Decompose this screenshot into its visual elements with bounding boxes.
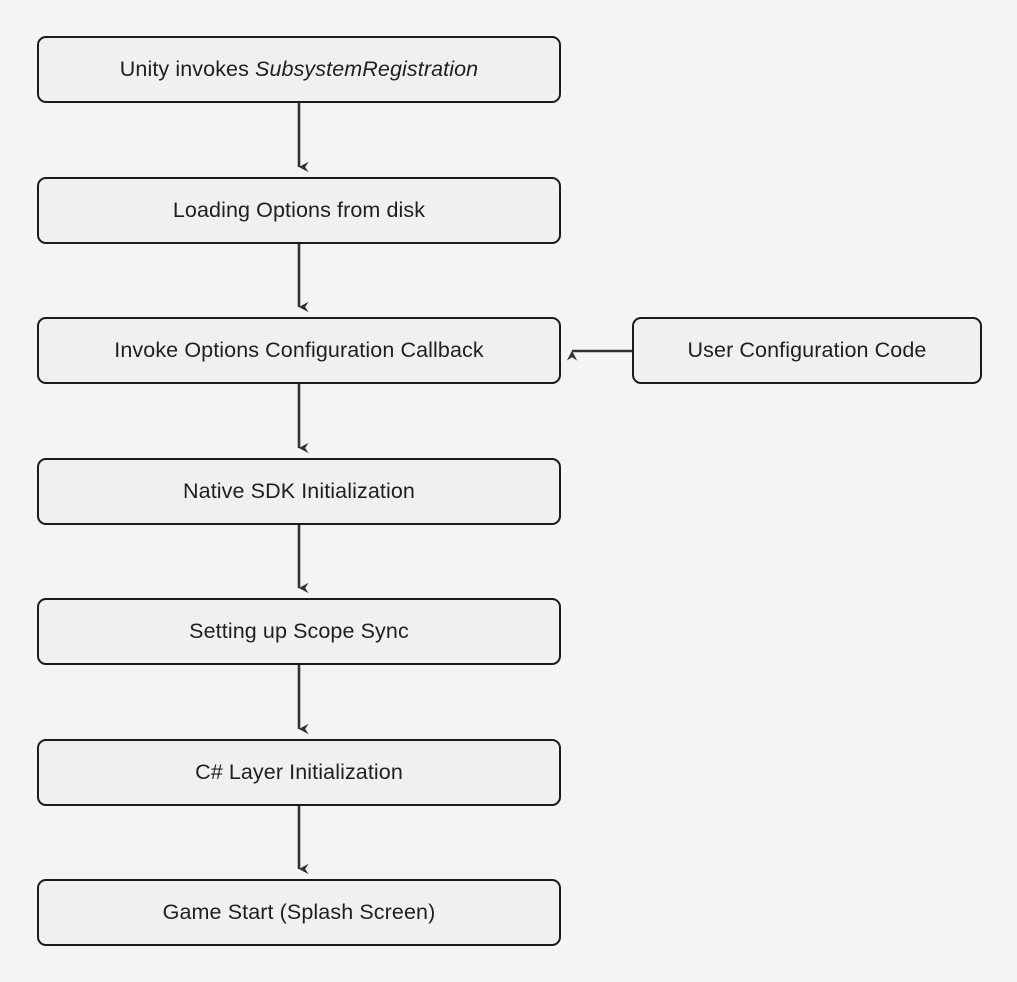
node-label-emphasis: SubsystemRegistration xyxy=(255,56,479,81)
node-label: Unity invokes SubsystemRegistration xyxy=(119,56,479,81)
node-label: Game Start (Splash Screen) xyxy=(162,899,436,924)
node-label: C# Layer Initialization xyxy=(195,759,403,784)
node-label: Setting up Scope Sync xyxy=(189,618,409,643)
node-native-sdk-initialization[interactable]: Native SDK Initialization xyxy=(37,458,561,525)
node-unity-invokes-subsystemregistration[interactable]: Unity invokes SubsystemRegistration xyxy=(37,36,561,103)
node-label: Loading Options from disk xyxy=(172,197,426,222)
node-label: Native SDK Initialization xyxy=(183,478,415,503)
node-label: User Configuration Code xyxy=(687,337,927,362)
node-user-configuration-code[interactable]: User Configuration Code xyxy=(632,317,982,384)
node-csharp-layer-initialization[interactable]: C# Layer Initialization xyxy=(37,739,561,806)
node-loading-options-from-disk[interactable]: Loading Options from disk xyxy=(37,177,561,244)
node-label: Invoke Options Configuration Callback xyxy=(114,337,484,362)
node-game-start-splash-screen[interactable]: Game Start (Splash Screen) xyxy=(37,879,561,946)
node-invoke-options-configuration-callback[interactable]: Invoke Options Configuration Callback xyxy=(37,317,561,384)
node-setting-up-scope-sync[interactable]: Setting up Scope Sync xyxy=(37,598,561,665)
